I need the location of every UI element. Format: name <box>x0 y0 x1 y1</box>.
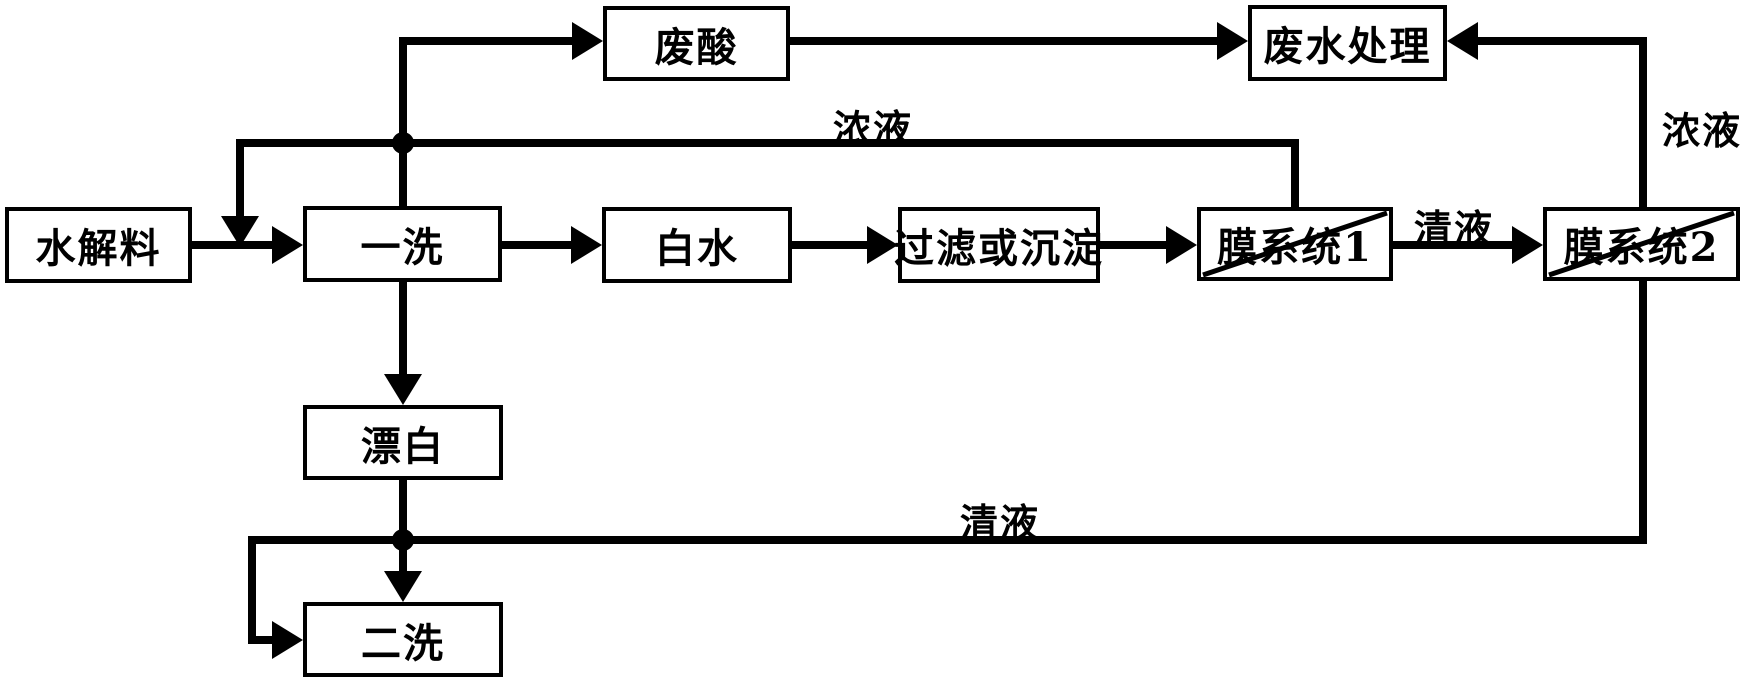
node-white-water-label: 白水 <box>655 225 739 272</box>
node-membrane1: 膜系统1 <box>1197 207 1393 281</box>
line-to-wasteacid <box>399 37 572 45</box>
line-concentrate-rise-membrane1 <box>1291 143 1299 207</box>
line-wash1-up <box>399 37 407 206</box>
line-wash1-bleach <box>399 282 407 374</box>
line-filter-membrane1 <box>1100 241 1166 249</box>
line-concentrate-right-drop <box>1639 37 1647 207</box>
node-waste-acid: 废酸 <box>603 6 790 81</box>
arrowhead-into-wash2-left <box>272 621 303 659</box>
node-filter-or-settle: 过滤或沉淀 <box>894 207 1102 283</box>
label-permeate-bottom: 清液 <box>960 500 1041 545</box>
node-wastewater-treatment: 废水处理 <box>1248 5 1447 81</box>
arrowhead-into-wash2-top <box>384 571 422 602</box>
arrowhead-into-membrane2 <box>1512 226 1543 264</box>
arrowhead-into-wash1 <box>272 226 303 264</box>
membrane2-diagonal-slash <box>1548 211 1735 277</box>
line-wash1-whitewater <box>502 241 571 249</box>
line-whitewater-filter <box>792 241 867 249</box>
line-permeate-into-wash2 <box>252 636 280 644</box>
node-membrane2: 膜系统2 <box>1543 207 1740 281</box>
line-membrane1-membrane2 <box>1393 241 1512 249</box>
node-wash2: 二洗 <box>303 602 503 677</box>
node-bleach-label: 漂白 <box>361 422 445 470</box>
node-waste-acid-label: 废酸 <box>654 23 739 71</box>
line-concentrate-drop-left <box>236 139 244 218</box>
label-permeate-mid: 清液 <box>1414 206 1495 251</box>
label-concentrate-top: 浓液 <box>833 106 914 151</box>
arrowhead-into-filter <box>867 226 898 264</box>
label-concentrate-right: 浓液 <box>1662 108 1743 153</box>
arrowhead-into-whitewater <box>571 226 602 264</box>
node-white-water: 白水 <box>602 207 792 283</box>
arrowhead-concentrate-recycle <box>221 216 259 247</box>
line-bleach-wash2 <box>399 480 407 571</box>
line-permeate-drop-left <box>248 536 256 644</box>
arrowhead-into-wastewater-right <box>1447 22 1478 60</box>
node-wash1-label: 一洗 <box>360 224 445 271</box>
arrowhead-into-wastewater-left <box>1217 22 1248 60</box>
node-wash1: 一洗 <box>303 206 502 282</box>
arrowhead-into-bleach <box>384 374 422 405</box>
node-wash2-label: 二洗 <box>361 619 445 667</box>
node-membrane1-label: 膜系统1 <box>1217 224 1373 271</box>
line-membrane2-down <box>1639 281 1647 544</box>
junction-dot-top <box>392 132 414 154</box>
arrowhead-into-wasteacid <box>572 22 603 60</box>
line-permeate-bottom <box>252 536 1647 544</box>
node-filter-or-settle-label: 过滤或沉淀 <box>894 225 1104 272</box>
node-membrane2-label: 膜系统2 <box>1563 224 1720 271</box>
arrowhead-into-membrane1 <box>1166 226 1197 264</box>
node-wastewater-treatment-label: 废水处理 <box>1263 23 1432 70</box>
node-hydrolysate: 水解料 <box>5 207 192 283</box>
line-concentrate-top <box>240 139 1299 147</box>
line-concentrate-right-top <box>1477 37 1647 45</box>
membrane1-diagonal-slash <box>1202 211 1388 277</box>
line-wasteacid-wastewater <box>790 37 1217 45</box>
node-hydrolysate-label: 水解料 <box>35 225 162 272</box>
node-bleach: 漂白 <box>303 405 503 480</box>
junction-dot-bottom <box>392 529 414 551</box>
